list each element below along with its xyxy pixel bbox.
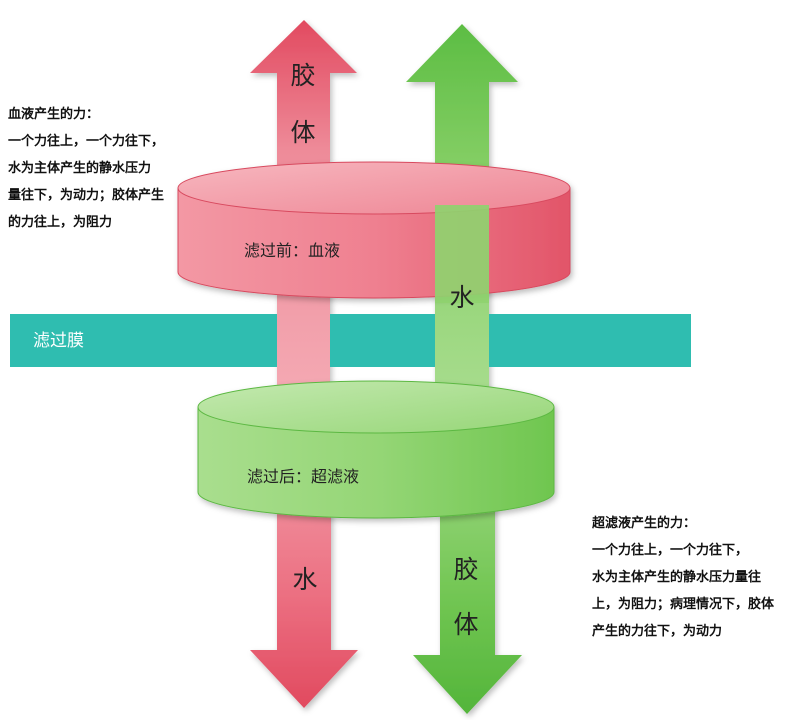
membrane-front-mid (330, 314, 435, 367)
red-down-label: 水 (292, 565, 317, 594)
blood-forces-note: 血液产生的力： 一个力往上，一个力往下， 水为主体产生的静水压力 量往下，为动力… (8, 101, 164, 236)
note-line: 血液产生的力： (8, 107, 100, 122)
green-down-label-1: 胶 (453, 555, 478, 584)
red-up-label-1: 胶 (290, 61, 315, 90)
note-line: 一个力往上，一个力往下， (592, 543, 749, 558)
blood-cylinder-label: 滤过前：血液 (244, 241, 340, 260)
membrane-front-left (10, 314, 277, 367)
note-line: 水为主体产生的静水压力量往 (592, 570, 762, 585)
note-line: 上，为阻力；病理情况下，胶体 (592, 597, 775, 612)
ultrafiltrate-cylinder (197, 380, 555, 519)
green-down-label-2: 体 (453, 610, 478, 639)
note-line: 水为主体产生的静水压力 (8, 161, 152, 176)
note-line: 产生的力往下，为动力 (592, 624, 723, 639)
note-line: 量往下，为动力；胶体产生 (8, 188, 165, 203)
note-line: 的力往上，为阻力 (8, 215, 113, 230)
membrane-front-right (489, 314, 691, 367)
red-up-label-2: 体 (290, 118, 315, 147)
note-line: 超滤液产生的力： (592, 516, 697, 531)
note-line: 一个力往上，一个力往下， (8, 134, 165, 149)
ultrafiltrate-forces-note: 超滤液产生的力： 一个力往上，一个力往下， 水为主体产生的静水压力量往 上，为阻… (592, 510, 774, 645)
blood-cylinder (177, 161, 571, 299)
membrane-label-front: 滤过膜 (33, 331, 84, 351)
green-up-shaft-front (435, 205, 489, 303)
ultrafiltrate-cylinder-label: 滤过后：超滤液 (247, 467, 359, 486)
green-up-label: 水 (449, 283, 474, 312)
